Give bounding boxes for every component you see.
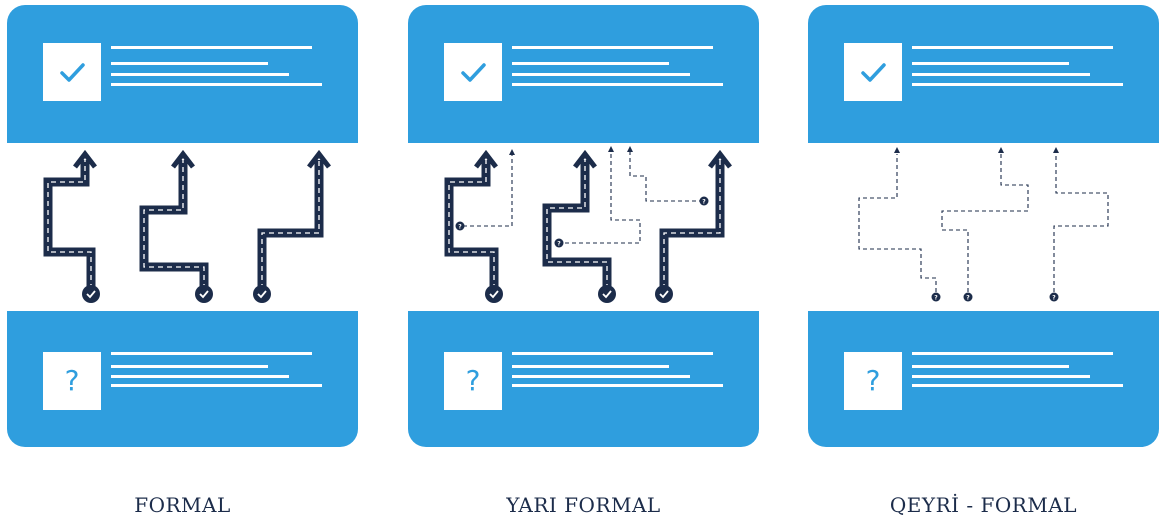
text-line bbox=[912, 83, 1123, 86]
text-line bbox=[912, 365, 1069, 368]
question-circle-icon: ? bbox=[554, 238, 564, 248]
panel-yari-formal: ? ? ? ? YARI FORMAL bbox=[408, 0, 772, 523]
route-2 bbox=[139, 149, 209, 289]
route-3 bbox=[659, 149, 732, 289]
question-circle-icon: ? bbox=[1049, 292, 1059, 302]
question-circle-icon: ? bbox=[963, 292, 973, 302]
arrowhead bbox=[894, 147, 1059, 153]
text-line bbox=[111, 46, 312, 49]
text-line bbox=[512, 83, 723, 86]
path-diagram: ? ? ? bbox=[858, 147, 1109, 302]
text-line bbox=[512, 365, 669, 368]
text-line bbox=[912, 46, 1113, 49]
panel-caption: FORMAL bbox=[134, 493, 231, 517]
text-line bbox=[512, 73, 690, 76]
question-icon: ? bbox=[865, 364, 881, 397]
question-circle-icon: ? bbox=[931, 292, 941, 302]
panel-formal: ? FORMAL bbox=[7, 0, 371, 523]
arrowhead bbox=[509, 146, 633, 155]
check-box bbox=[43, 43, 101, 101]
text-line bbox=[111, 365, 268, 368]
text-line bbox=[111, 83, 322, 86]
text-line bbox=[111, 375, 289, 378]
outcome-card bbox=[808, 5, 1159, 143]
check-circle-icon bbox=[195, 285, 213, 303]
check-circle-icon bbox=[485, 285, 503, 303]
question-circle-icon: ? bbox=[455, 221, 465, 231]
check-box bbox=[444, 43, 502, 101]
text-line bbox=[912, 352, 1113, 355]
check-circle-icon bbox=[82, 285, 100, 303]
route-2 bbox=[542, 149, 612, 289]
svg-text:?: ? bbox=[1052, 295, 1056, 302]
question-circle-icon: ? bbox=[699, 196, 709, 206]
svg-text:?: ? bbox=[702, 199, 706, 206]
path-diagram: ? ? ? bbox=[444, 146, 732, 303]
outcome-card bbox=[7, 5, 358, 143]
question-card: ? bbox=[408, 311, 759, 447]
check-circle-icon bbox=[655, 285, 673, 303]
route-1 bbox=[444, 149, 499, 289]
panel-caption: QEYRİ - FORMAL bbox=[889, 493, 1078, 517]
question-box: ? bbox=[43, 352, 101, 410]
path-diagram bbox=[43, 149, 331, 303]
check-box bbox=[844, 43, 902, 101]
outcome-card bbox=[408, 5, 759, 143]
svg-text:?: ? bbox=[966, 295, 970, 302]
check-circle-icon bbox=[598, 285, 616, 303]
text-line bbox=[912, 384, 1123, 387]
text-line bbox=[912, 375, 1090, 378]
text-line bbox=[111, 62, 268, 65]
dashed-route bbox=[858, 154, 1109, 292]
text-line bbox=[512, 375, 690, 378]
route-3 bbox=[257, 149, 331, 289]
question-box: ? bbox=[844, 352, 902, 410]
question-icon: ? bbox=[64, 364, 80, 397]
svg-text:?: ? bbox=[557, 241, 561, 248]
svg-text:?: ? bbox=[458, 224, 462, 231]
checkmark-icon bbox=[461, 63, 486, 82]
text-line bbox=[512, 46, 713, 49]
text-line bbox=[111, 73, 289, 76]
route-1 bbox=[43, 149, 97, 289]
question-card: ? bbox=[7, 311, 358, 447]
text-line bbox=[912, 62, 1069, 65]
text-line bbox=[111, 384, 322, 387]
dashed-route bbox=[463, 152, 703, 244]
question-box: ? bbox=[444, 352, 502, 410]
panel-qeyri-formal: ? ? ? ? QEYRİ - FORMAL bbox=[808, 0, 1159, 523]
checkmark-icon bbox=[861, 63, 886, 82]
checkmark-icon bbox=[60, 63, 85, 82]
question-icon: ? bbox=[465, 364, 481, 397]
check-circle-icon bbox=[253, 285, 271, 303]
text-line bbox=[512, 352, 713, 355]
text-line bbox=[912, 73, 1090, 76]
svg-text:?: ? bbox=[934, 295, 938, 302]
text-line bbox=[512, 384, 723, 387]
panel-caption: YARI FORMAL bbox=[506, 493, 661, 517]
text-line bbox=[111, 352, 312, 355]
question-card: ? bbox=[808, 311, 1159, 447]
text-line bbox=[512, 62, 669, 65]
